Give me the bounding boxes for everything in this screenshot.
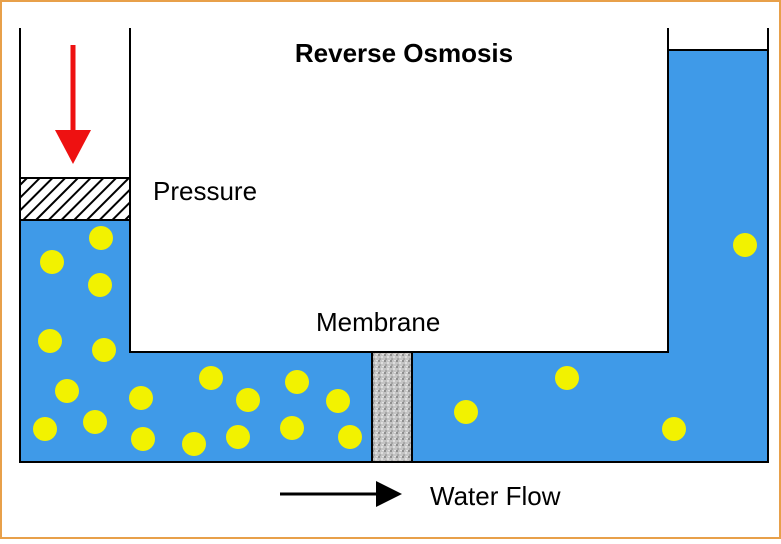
solute-particle [33,417,57,441]
container-outline [19,28,769,463]
right-arrow-icon [280,481,402,507]
water-flow-label: Water Flow [430,481,561,511]
solute-particle [131,427,155,451]
solute-particle [555,366,579,390]
right-column-water [668,50,768,462]
solute-particle [226,425,250,449]
solute-particles-left [33,226,362,456]
solute-particle [89,226,113,250]
solute-particle [83,410,107,434]
solute-particle [326,389,350,413]
solute-particle [88,273,112,297]
flow-arrow-head [376,481,402,507]
solute-particle [199,366,223,390]
solute-particle [338,425,362,449]
solute-particle [733,233,757,257]
solute-particle [236,388,260,412]
solute-particle [129,386,153,410]
solute-particle [38,329,62,353]
hatched-piston [19,177,131,221]
outer-wall [19,28,769,463]
solute-particle [280,416,304,440]
solute-particle [454,400,478,424]
solute-particles-right [454,233,757,441]
solute-particle [285,370,309,394]
stipple-membrane [372,352,412,462]
pressure-label: Pressure [153,176,257,206]
solute-particle [55,379,79,403]
pressure-arrow-head [55,130,91,164]
solute-particle [182,432,206,456]
solute-particle [92,338,116,362]
diagram-title: Reverse Osmosis [295,38,513,68]
inner-wall [129,28,669,353]
solute-particle [662,417,686,441]
down-arrow-icon [55,45,91,164]
membrane-label: Membrane [316,307,440,337]
solute-particle [40,250,64,274]
